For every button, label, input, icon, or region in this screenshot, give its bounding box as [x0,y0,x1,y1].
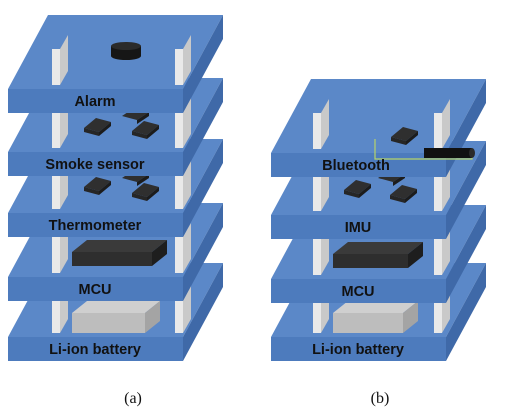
caption-a: (a) [124,390,142,407]
mcu-chip [333,242,423,268]
stack-a: Li-ion battery MCU [8,15,223,407]
stack-b: Li-ion battery MCU [271,79,486,407]
layer-label: Smoke sensor [45,157,144,173]
buzzer-disc [111,42,141,60]
layer-label: MCU [341,284,374,300]
layer-label: Li-ion battery [312,342,404,358]
layer-label: Alarm [74,94,115,110]
mcu-chip [72,240,167,266]
battery-block [72,301,160,333]
layer-label: Thermometer [49,218,142,234]
caption-b: (b) [371,390,390,407]
layer-label: Bluetooth [322,158,390,174]
bluetooth-antenna [374,127,475,160]
layer-label: IMU [345,220,372,236]
layer-label: Li-ion battery [49,342,141,358]
layer-alarm-a: Alarm [8,15,223,113]
layer-bluetooth-b: Bluetooth [271,79,486,177]
layer-label: MCU [78,282,111,298]
battery-block [333,301,418,333]
